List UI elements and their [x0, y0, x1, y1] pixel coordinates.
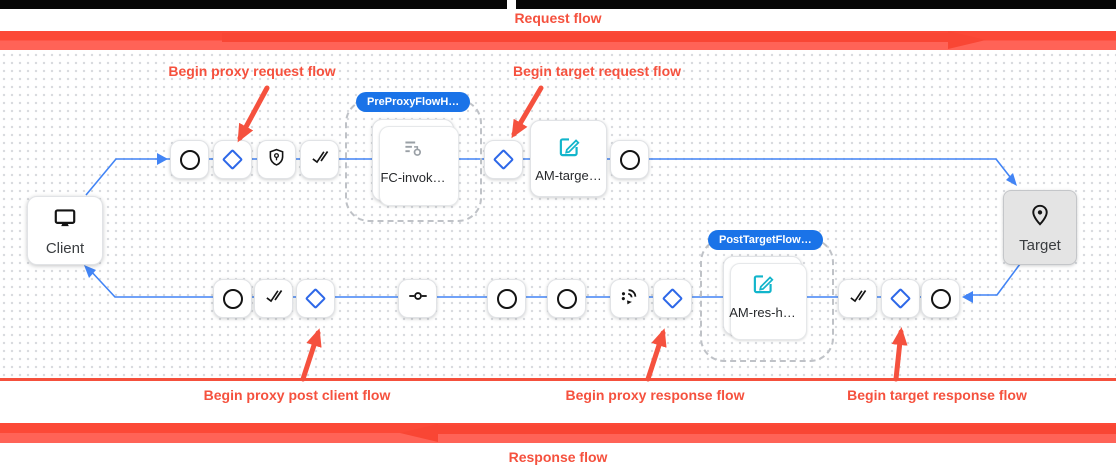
- diamond-icon: [221, 148, 244, 171]
- step-response-start[interactable]: [487, 279, 526, 318]
- callout-begin-proxy-post-client-flow: Begin proxy post client flow: [203, 387, 391, 403]
- pin-icon: [1027, 202, 1053, 233]
- request-flow-label: Request flow: [514, 10, 602, 26]
- diagram-bottom-border: [0, 378, 1116, 381]
- top-border-gap: [507, 0, 516, 9]
- step-proxy-request-start[interactable]: [170, 140, 209, 179]
- step-proxy-request-condition[interactable]: [213, 140, 252, 179]
- monitor-icon: [52, 205, 78, 236]
- step-post-client-condition[interactable]: [296, 279, 335, 318]
- step-post-client-end[interactable]: [213, 279, 252, 318]
- step-target-response-verify[interactable]: [838, 279, 877, 318]
- step-target-response-condition[interactable]: [881, 279, 920, 318]
- top-border: [0, 0, 1116, 9]
- response-flow-arrow-head: [400, 424, 438, 442]
- step-response-marker[interactable]: [547, 279, 586, 318]
- diamond-icon: [304, 287, 327, 310]
- post-target-flow-badge[interactable]: PostTargetFlow…: [708, 230, 823, 250]
- circle-icon: [930, 288, 951, 309]
- circle-icon: [222, 288, 243, 309]
- target-node[interactable]: Target: [1003, 190, 1077, 265]
- double-check-icon: [263, 285, 285, 312]
- circle-icon: [619, 149, 640, 170]
- step-security[interactable]: [257, 140, 296, 179]
- step-target-request-condition[interactable]: [484, 140, 523, 179]
- response-flow-label: Response flow: [508, 449, 608, 465]
- diamond-icon: [492, 148, 515, 171]
- circle-icon: [496, 288, 517, 309]
- policy-am-target[interactable]: AM-targe…: [530, 120, 607, 197]
- policy-fc-invoke[interactable]: FC-invok…: [372, 119, 459, 206]
- step-signal[interactable]: [610, 279, 649, 318]
- step-verify[interactable]: [300, 140, 339, 179]
- step-route[interactable]: [398, 279, 437, 318]
- policy-label: AM-targe…: [535, 168, 602, 183]
- circle-icon: [556, 288, 577, 309]
- double-check-icon: [847, 285, 869, 312]
- step-target-request-end[interactable]: [610, 140, 649, 179]
- callout-begin-target-request-flow: Begin target request flow: [512, 63, 682, 79]
- request-flow-arrow-body: [222, 33, 948, 42]
- flow-callout-icon: [400, 136, 426, 167]
- target-label: Target: [1019, 236, 1061, 254]
- route-icon: [407, 285, 429, 312]
- pre-proxy-flow-badge[interactable]: PreProxyFlowH…: [356, 92, 471, 112]
- response-flow-arrow-body: [438, 425, 1116, 434]
- policy-label: FC-invok…: [380, 169, 446, 185]
- diamond-icon: [661, 287, 684, 310]
- shield-icon: [266, 147, 287, 173]
- edit-icon: [750, 271, 776, 302]
- signal-icon: [619, 285, 641, 312]
- callout-begin-proxy-request-flow: Begin proxy request flow: [168, 63, 336, 79]
- client-label: Client: [45, 239, 85, 257]
- diamond-icon: [889, 287, 912, 310]
- step-target-response-start[interactable]: [921, 279, 960, 318]
- client-node[interactable]: Client: [27, 196, 103, 265]
- step-proxy-response-condition[interactable]: [653, 279, 692, 318]
- double-check-icon: [309, 146, 331, 173]
- policy-am-res-header[interactable]: AM-res-h…: [723, 256, 807, 340]
- edit-icon: [556, 134, 582, 165]
- circle-icon: [179, 149, 200, 170]
- dot-grid-background: [0, 51, 1116, 378]
- callout-begin-proxy-response-flow: Begin proxy response flow: [565, 387, 745, 403]
- step-post-client-verify[interactable]: [254, 279, 293, 318]
- policy-label: AM-res-h…: [729, 305, 796, 320]
- callout-begin-target-response-flow: Begin target response flow: [847, 387, 1027, 403]
- request-flow-arrow-head: [948, 31, 986, 49]
